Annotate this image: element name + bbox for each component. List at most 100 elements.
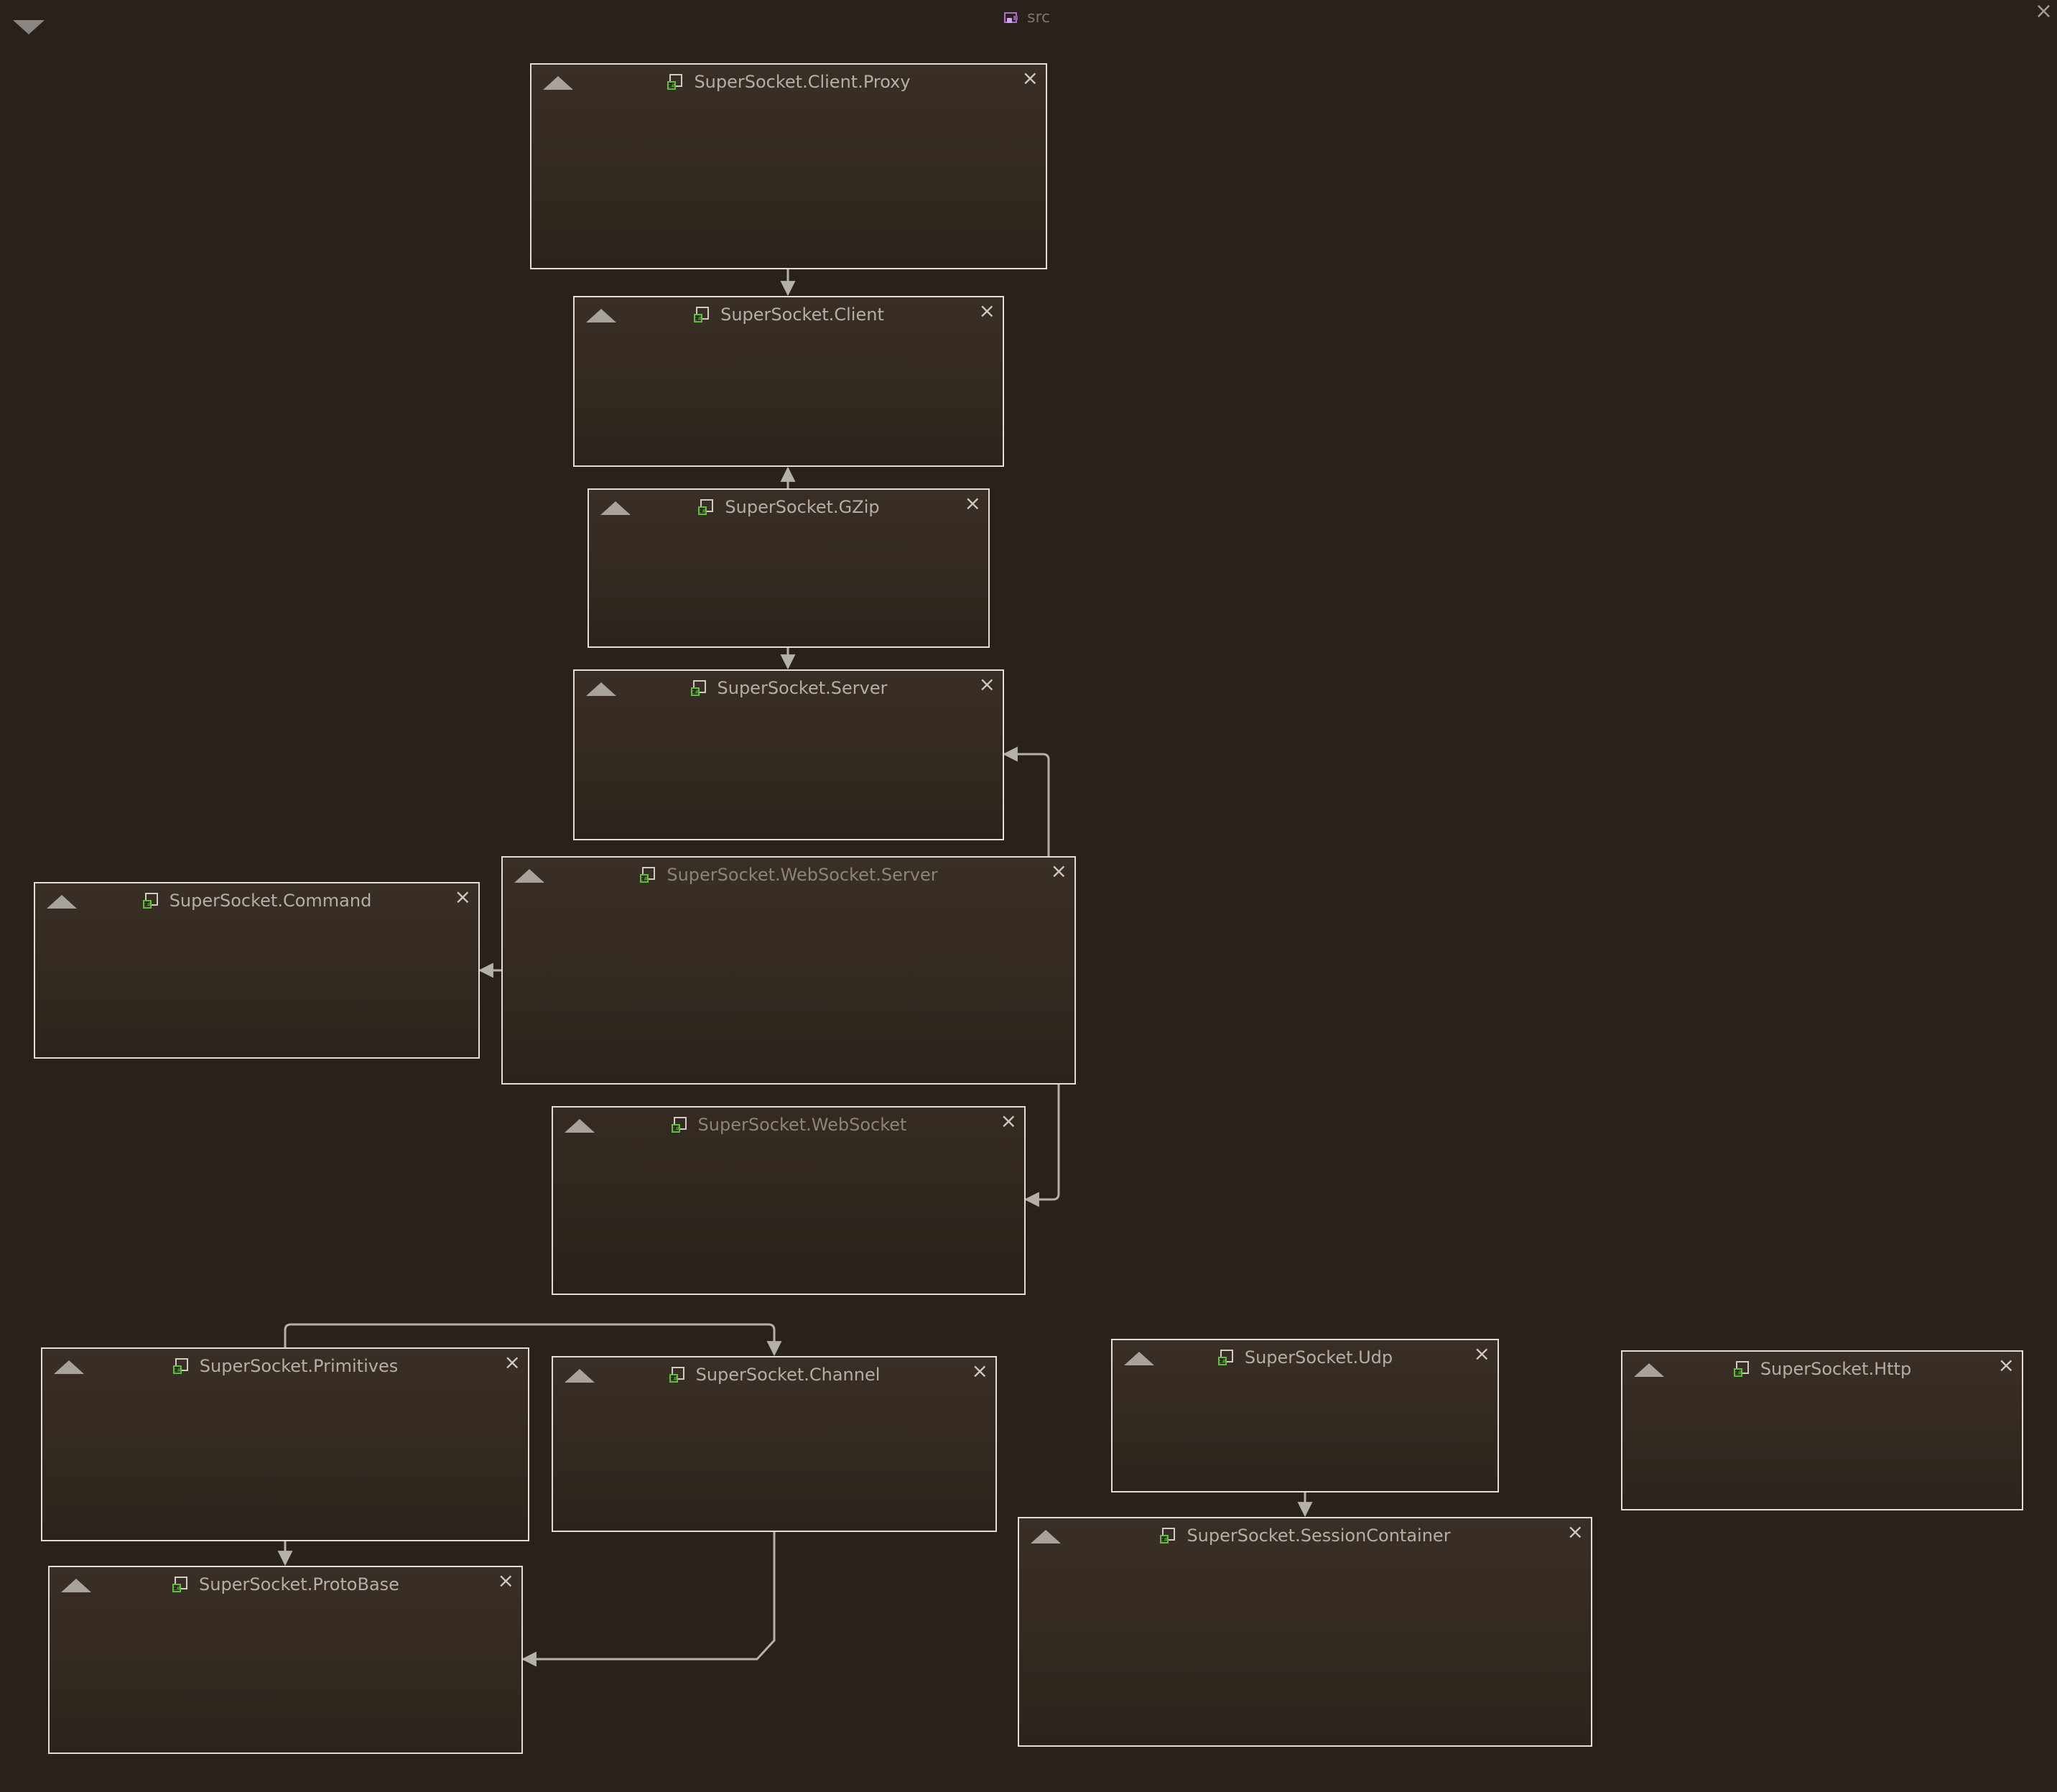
- svg-text:c#: c#: [695, 315, 702, 322]
- collapse-node-icon[interactable]: [47, 895, 77, 909]
- node-supersocket-channel[interactable]: c# SuperSocket.Channel ×: [552, 1356, 997, 1532]
- node-supersocket-primitives[interactable]: c# SuperSocket.Primitives ×: [41, 1347, 529, 1541]
- node-supersocket-udp[interactable]: c# SuperSocket.Udp ×: [1111, 1339, 1499, 1492]
- close-node-icon[interactable]: ×: [1566, 1520, 1584, 1543]
- node-label: SuperSocket.Primitives: [199, 1356, 399, 1376]
- node-supersocket-client[interactable]: c# SuperSocket.Client ×: [573, 296, 1004, 467]
- collapse-node-icon[interactable]: [600, 501, 631, 515]
- node-label: SuperSocket.Server: [717, 678, 888, 698]
- collapse-all-icon[interactable]: [13, 20, 45, 34]
- node-label: SuperSocket.SessionContainer: [1187, 1526, 1451, 1546]
- csharp-project-icon: c#: [639, 866, 656, 883]
- svg-text:c#: c#: [172, 1585, 180, 1592]
- collapse-node-icon[interactable]: [1634, 1363, 1664, 1377]
- csharp-project-icon: c#: [671, 1116, 688, 1133]
- close-node-icon[interactable]: ×: [1000, 1109, 1017, 1133]
- node-title: c# SuperSocket.Client: [575, 305, 1003, 325]
- node-label: SuperSocket.Channel: [695, 1365, 881, 1385]
- csharp-project-icon: c#: [693, 306, 710, 323]
- csharp-project-icon: c#: [667, 73, 684, 90]
- csharp-project-icon: c#: [690, 679, 707, 697]
- close-container-icon[interactable]: ×: [2034, 0, 2053, 24]
- svg-text:c#: c#: [1734, 1370, 1742, 1376]
- close-node-icon[interactable]: ×: [503, 1350, 521, 1374]
- node-title: c# SuperSocket.ProtoBase: [50, 1574, 521, 1594]
- edge-wsserver-to-server: [1002, 746, 1050, 856]
- csharp-project-icon: c#: [1733, 1360, 1750, 1378]
- node-label: SuperSocket.WebSocket.Server: [667, 865, 938, 885]
- node-title: c# SuperSocket.GZip: [589, 497, 988, 517]
- csharp-project-icon: c#: [172, 1576, 189, 1593]
- node-title: c# SuperSocket.Server: [575, 678, 1003, 698]
- svg-text:c#: c#: [672, 1125, 679, 1132]
- node-title: c# SuperSocket.Udp: [1113, 1347, 1498, 1368]
- node-supersocket-gzip[interactable]: c# SuperSocket.GZip ×: [588, 488, 990, 648]
- node-supersocket-http[interactable]: c# SuperSocket.Http ×: [1621, 1350, 2023, 1510]
- node-supersocket-client-proxy[interactable]: c# SuperSocket.Client.Proxy ×: [530, 63, 1047, 269]
- svg-text:c#: c#: [143, 901, 151, 908]
- svg-text:c#: c#: [641, 876, 649, 882]
- csharp-project-icon: c#: [697, 498, 715, 516]
- close-node-icon[interactable]: ×: [978, 299, 995, 322]
- node-title: c# SuperSocket.Command: [35, 891, 478, 911]
- svg-text:c#: c#: [668, 83, 676, 89]
- node-label: SuperSocket.Udp: [1244, 1347, 1393, 1368]
- close-node-icon[interactable]: ×: [964, 491, 981, 515]
- svg-text:c#: c#: [1218, 1358, 1226, 1365]
- csharp-project-icon: c#: [1159, 1527, 1176, 1544]
- close-node-icon[interactable]: ×: [497, 1569, 514, 1592]
- svg-text:c#: c#: [173, 1367, 181, 1373]
- node-label: SuperSocket.Http: [1760, 1359, 1912, 1379]
- close-node-icon[interactable]: ×: [1021, 66, 1039, 90]
- edge-channel-to-protobase: [521, 1532, 776, 1667]
- node-title: c# SuperSocket.Http: [1622, 1359, 2022, 1379]
- node-label: SuperSocket.Client.Proxy: [694, 72, 911, 92]
- node-title: c# SuperSocket.SessionContainer: [1019, 1526, 1591, 1546]
- node-title: c# SuperSocket.WebSocket.Server: [503, 865, 1074, 885]
- node-supersocket-command[interactable]: c# SuperSocket.Command ×: [34, 882, 480, 1059]
- solution-icon: [1003, 9, 1020, 27]
- collapse-node-icon[interactable]: [586, 309, 616, 322]
- node-label: SuperSocket.ProtoBase: [199, 1574, 399, 1594]
- csharp-project-icon: c#: [1217, 1349, 1235, 1366]
- close-node-icon[interactable]: ×: [1473, 1342, 1490, 1365]
- svg-text:c#: c#: [699, 508, 707, 514]
- collapse-node-icon[interactable]: [565, 1119, 595, 1133]
- svg-text:c#: c#: [1161, 1536, 1169, 1543]
- node-label: SuperSocket.Client: [720, 305, 884, 325]
- close-node-icon[interactable]: ×: [1997, 1353, 2015, 1377]
- edge-wsserver-to-websocket: [1023, 1085, 1060, 1207]
- container-title: src: [1003, 9, 1050, 27]
- container-title-label: src: [1027, 9, 1051, 27]
- close-node-icon[interactable]: ×: [454, 885, 471, 909]
- node-label: SuperSocket.Command: [169, 891, 372, 911]
- collapse-node-icon[interactable]: [543, 76, 573, 90]
- collapse-node-icon[interactable]: [54, 1360, 84, 1374]
- collapse-node-icon[interactable]: [565, 1369, 595, 1383]
- collapse-node-icon[interactable]: [61, 1579, 91, 1592]
- collapse-node-icon[interactable]: [586, 682, 616, 696]
- collapse-node-icon[interactable]: [1124, 1352, 1154, 1365]
- node-title: c# SuperSocket.Client.Proxy: [531, 72, 1046, 92]
- node-label: SuperSocket.WebSocket: [697, 1115, 907, 1135]
- node-label: SuperSocket.GZip: [725, 497, 880, 517]
- node-supersocket-server[interactable]: c# SuperSocket.Server ×: [573, 669, 1004, 840]
- close-node-icon[interactable]: ×: [1050, 859, 1067, 883]
- node-title: c# SuperSocket.Channel: [553, 1365, 995, 1385]
- csharp-project-icon: c#: [172, 1357, 190, 1375]
- node-supersocket-websocket[interactable]: c# SuperSocket.WebSocket ×: [552, 1106, 1026, 1295]
- collapse-node-icon[interactable]: [1031, 1530, 1061, 1543]
- csharp-project-icon: c#: [142, 892, 159, 909]
- node-title: c# SuperSocket.Primitives: [42, 1356, 528, 1376]
- svg-text:c#: c#: [691, 689, 699, 695]
- node-supersocket-websocket-server[interactable]: c# SuperSocket.WebSocket.Server ×: [501, 856, 1076, 1085]
- svg-text:c#: c#: [669, 1375, 677, 1382]
- node-supersocket-sessioncontainer[interactable]: c# SuperSocket.SessionContainer ×: [1018, 1517, 1592, 1747]
- collapse-node-icon[interactable]: [514, 869, 544, 883]
- close-node-icon[interactable]: ×: [978, 672, 995, 696]
- node-supersocket-protobase[interactable]: c# SuperSocket.ProtoBase ×: [48, 1566, 523, 1754]
- close-node-icon[interactable]: ×: [971, 1359, 988, 1383]
- node-title: c# SuperSocket.WebSocket: [553, 1115, 1024, 1135]
- csharp-project-icon: c#: [669, 1366, 686, 1383]
